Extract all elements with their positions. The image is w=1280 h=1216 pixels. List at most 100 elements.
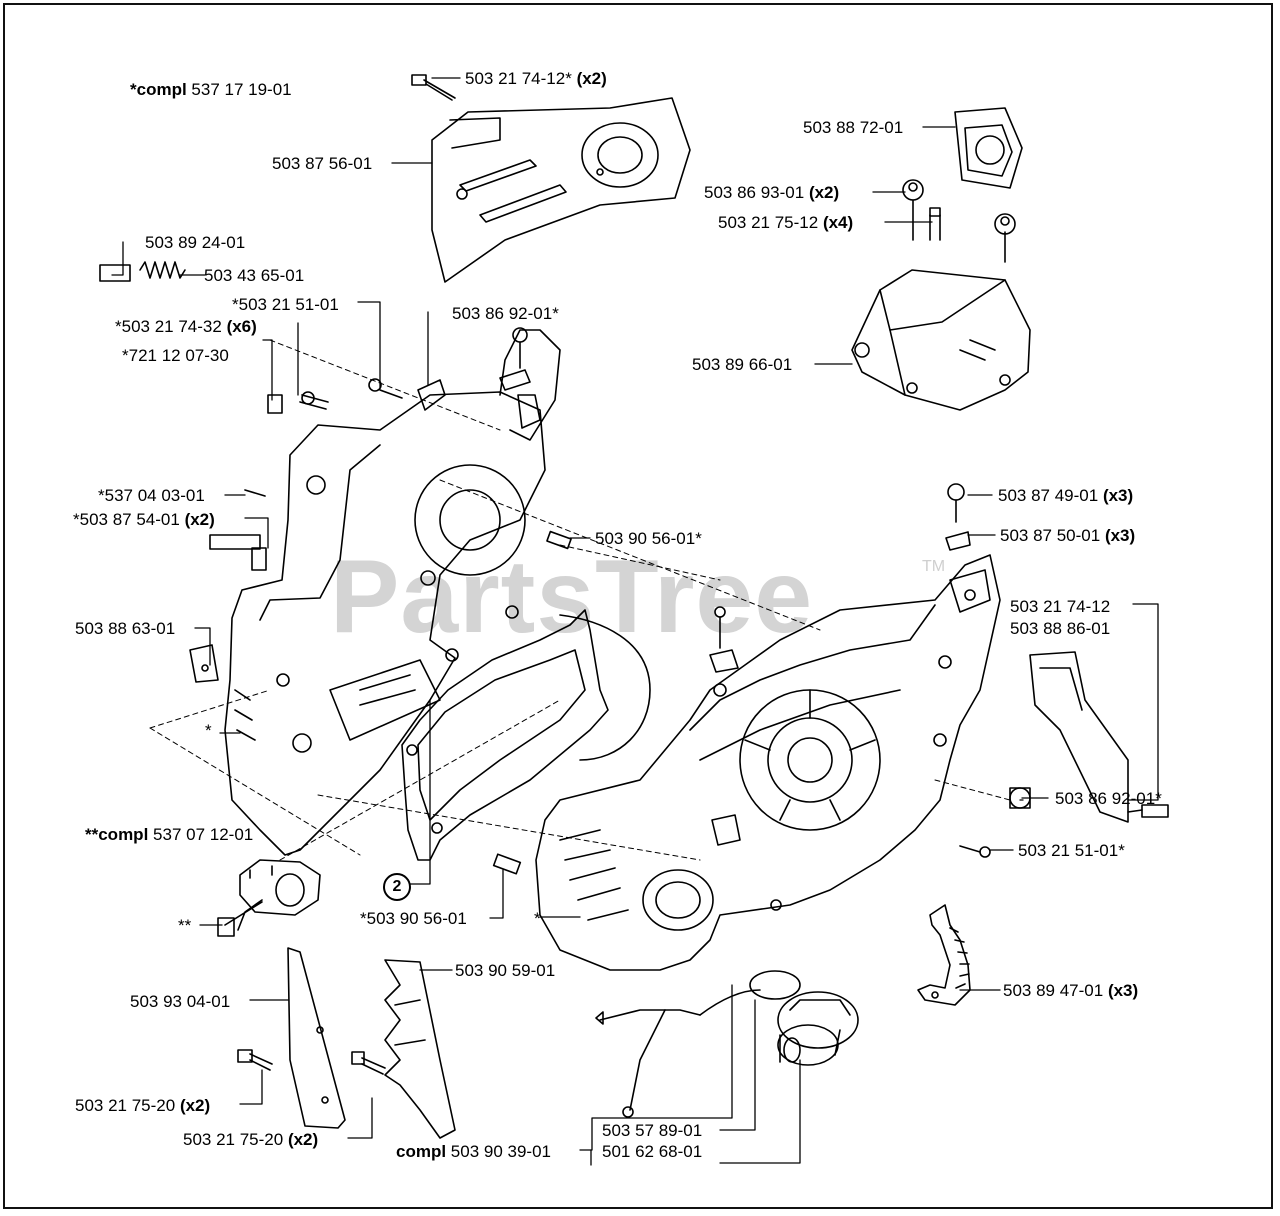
chain-tensioner-part — [217, 859, 321, 937]
part-number: 503 57 89-01 — [602, 1121, 703, 1140]
heading-prefix: *compl — [130, 80, 187, 99]
part-number: 501 62 68-01 — [602, 1142, 703, 1161]
part-label: 503 86 93-01 (x2) — [704, 184, 839, 201]
right-crankcase-half — [535, 554, 1001, 971]
part-qty: (x3) — [1104, 526, 1136, 545]
part-number: 503 89 24-01 — [145, 233, 246, 252]
assembly-heading-chain: **compl 537 07 12-01 — [85, 826, 253, 843]
part-number: *503 21 51-01 — [232, 295, 339, 314]
alignment-lines — [149, 339, 1011, 861]
leader-lines — [111, 77, 1159, 1166]
part-qty: (x2) — [184, 510, 215, 529]
part-qty: (x2) — [576, 69, 607, 88]
carb-bracket-part — [851, 269, 1031, 411]
part-number: 503 43 65-01 — [204, 266, 305, 285]
part-label: 503 57 89-01 — [602, 1122, 702, 1139]
clip-part — [189, 644, 219, 683]
plate-part — [237, 947, 346, 1129]
part-number: 503 21 75-20 — [183, 1130, 284, 1149]
assembly-heading-main: *compl 537 17 19-01 — [130, 81, 292, 98]
part-label: 503 89 24-01 — [145, 234, 245, 251]
part-label: *537 04 03-01 — [98, 487, 205, 504]
star-marker: * — [205, 721, 212, 740]
watermark: PartsTree — [330, 539, 814, 655]
screw-top — [411, 74, 456, 101]
part-label: 503 21 75-20 (x2) — [75, 1097, 210, 1114]
part-number: 503 21 75-12 — [718, 213, 819, 232]
part-label: 503 88 86-01 — [1010, 620, 1110, 637]
part-label: 503 86 92-01* — [1055, 790, 1162, 807]
part-label: *503 21 74-32 (x6) — [115, 318, 257, 335]
part-label: 503 87 50-01 (x3) — [1000, 527, 1135, 544]
part-number: 503 86 93-01 — [704, 183, 805, 202]
fuel-pickup-part — [595, 970, 801, 1118]
part-number: 503 86 92-01* — [1055, 789, 1162, 808]
part-number: 503 21 74-12* — [465, 69, 572, 88]
part-label: 503 87 56-01 — [272, 155, 372, 172]
part-label: 503 21 75-12 (x4) — [718, 214, 853, 231]
heading-number: 537 07 12-01 — [153, 825, 254, 844]
dowel-pins — [492, 483, 971, 875]
part-label: 503 87 49-01 (x3) — [998, 487, 1133, 504]
double-star-marker: ** — [178, 916, 192, 935]
heading-prefix: compl — [396, 1142, 447, 1161]
part-label: *503 87 54-01 (x2) — [73, 511, 215, 528]
part-qty: (x3) — [1107, 981, 1139, 1000]
filter-cover-part — [954, 107, 1023, 189]
part-label: *721 12 07-30 — [122, 347, 229, 364]
part-label: *503 90 56-01 — [360, 910, 467, 927]
part-qty: (x3) — [1102, 486, 1134, 505]
part-number: *503 21 74-32 — [115, 317, 222, 336]
part-number: *537 04 03-01 — [98, 486, 205, 505]
part-number: 503 87 50-01 — [1000, 526, 1101, 545]
part-number: 503 88 63-01 — [75, 619, 176, 638]
part-label: 501 62 68-01 — [602, 1143, 702, 1160]
star-marker: * — [534, 909, 541, 928]
left-crankcase-half — [224, 329, 561, 856]
part-label: 503 86 92-01* — [452, 305, 559, 322]
bumper-spike-part — [351, 959, 456, 1139]
gasket-part — [401, 609, 651, 861]
adjuster-screws — [902, 179, 1016, 263]
part-number: 503 21 75-20 — [75, 1096, 176, 1115]
assembly-heading-bumper: compl 503 90 39-01 — [396, 1143, 551, 1160]
part-number: 503 93 04-01 — [130, 992, 231, 1011]
part-qty: (x2) — [179, 1096, 211, 1115]
part-qty: (x2) — [287, 1130, 319, 1149]
watermark-trademark: TM — [922, 558, 946, 575]
part-label: 503 88 63-01 — [75, 620, 175, 637]
part-number: 503 89 47-01 — [1003, 981, 1104, 1000]
side-plate-part — [1029, 651, 1169, 823]
part-label: 503 93 04-01 — [130, 993, 230, 1010]
part-number: 503 90 59-01 — [455, 961, 556, 980]
heading-number: 503 90 39-01 — [450, 1142, 551, 1161]
diagram-border — [3, 3, 1273, 1209]
part-label: 503 89 66-01 — [692, 356, 792, 373]
collars-right — [959, 787, 1031, 858]
part-label: 503 89 47-01 (x3) — [1003, 982, 1138, 999]
part-label: 503 21 75-20 (x2) — [183, 1131, 318, 1148]
part-number: 503 87 56-01 — [272, 154, 373, 173]
spring-parts — [99, 261, 186, 282]
part-label: 503 90 56-01* — [595, 530, 702, 547]
chain-catcher-part — [917, 904, 971, 1006]
part-label: 503 21 74-12 — [1010, 598, 1110, 615]
part-label: 503 21 51-01* — [1018, 842, 1125, 859]
part-number: 503 90 56-01* — [595, 529, 702, 548]
part-label: *503 21 51-01 — [232, 296, 339, 313]
part-number: *503 87 54-01 — [73, 510, 180, 529]
small-fasteners — [209, 327, 531, 571]
callout-number: 2 — [383, 873, 411, 901]
part-label: 503 88 72-01 — [803, 119, 903, 136]
heading-number: 537 17 19-01 — [191, 80, 292, 99]
part-number: 503 21 74-12 — [1010, 597, 1111, 616]
part-number: 503 88 72-01 — [803, 118, 904, 137]
top-cover-part — [431, 97, 691, 283]
part-qty: (x2) — [808, 183, 840, 202]
part-label: 503 90 59-01 — [455, 962, 555, 979]
part-number: 503 87 49-01 — [998, 486, 1099, 505]
part-qty: (x4) — [822, 213, 854, 232]
part-number: 503 89 66-01 — [692, 355, 793, 374]
